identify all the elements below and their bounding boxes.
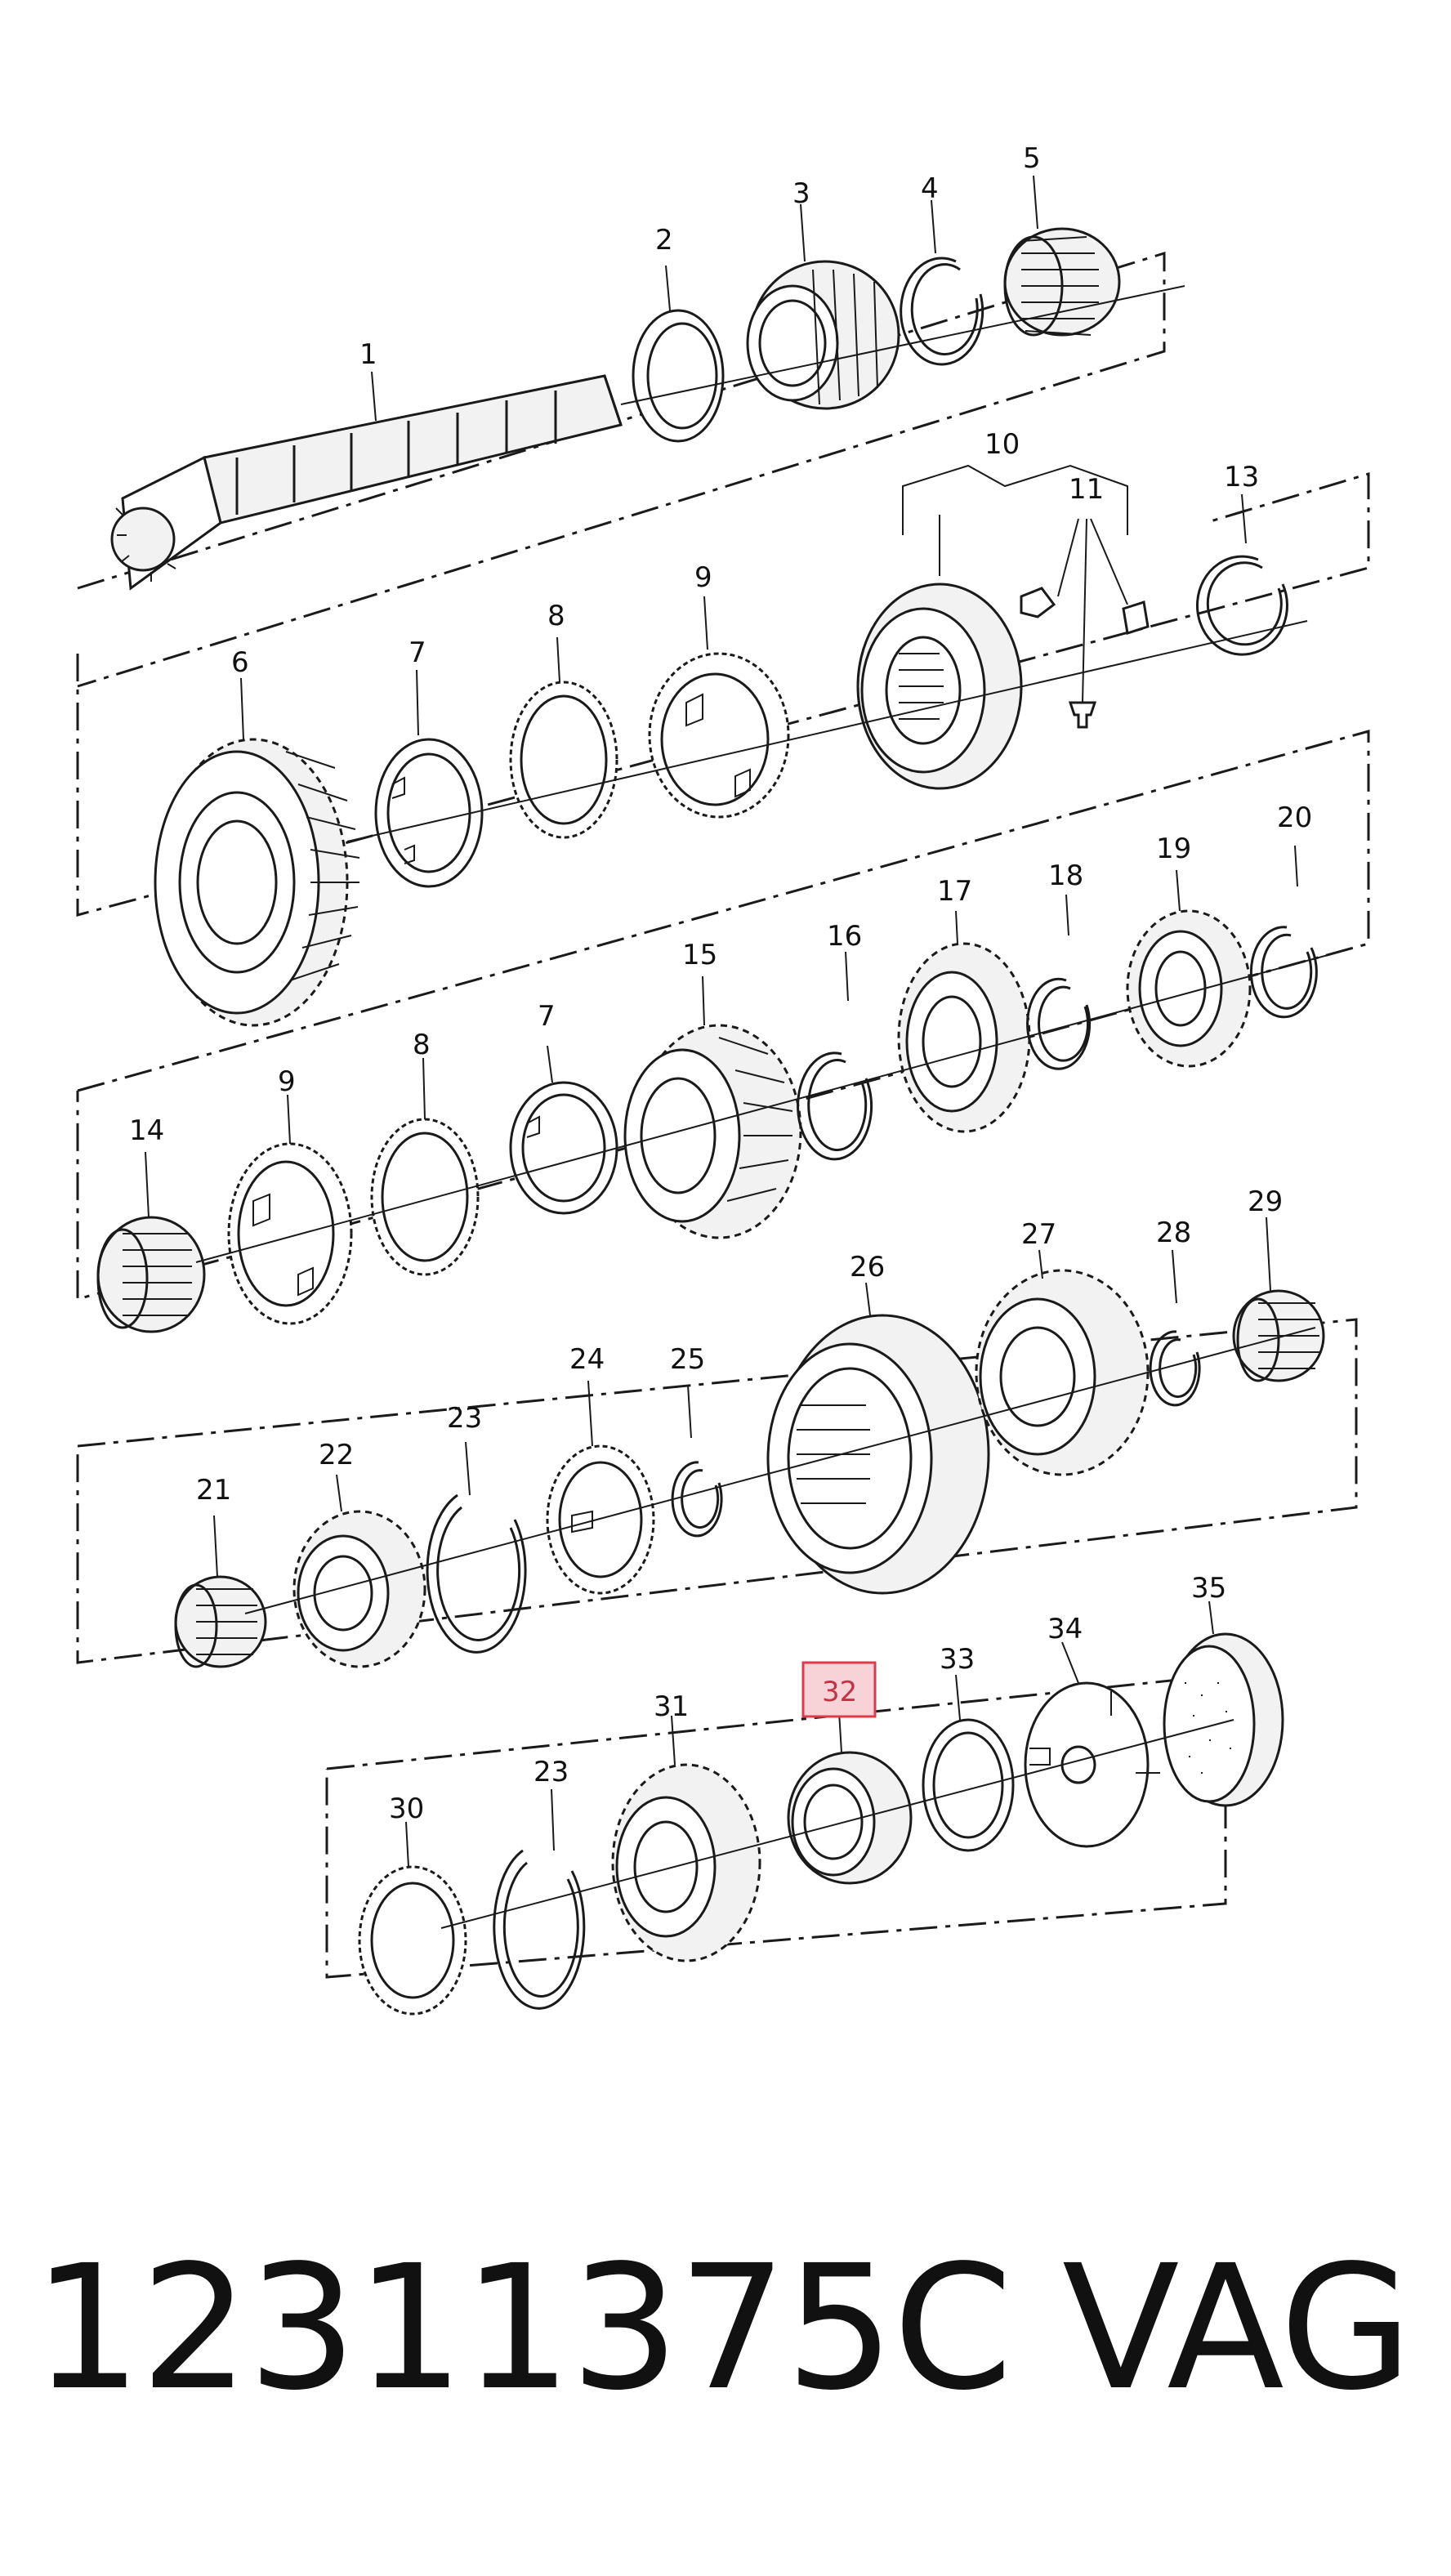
part-17-gear <box>897 942 1031 1133</box>
part-28-circlip <box>1149 1330 1201 1407</box>
part-21-needle-bearing <box>174 1575 267 1668</box>
part-8-synchro-ring <box>509 681 618 839</box>
part-8-synchro-ring-b <box>370 1118 480 1276</box>
part-number: 12311375C <box>33 2228 1012 2428</box>
callout-15: 15 <box>682 939 717 971</box>
callout-3: 3 <box>792 177 810 210</box>
part-2-shim <box>632 309 725 443</box>
callout-16: 16 <box>827 920 862 953</box>
part-9-synchro-body <box>648 652 790 819</box>
callout-7a: 7 <box>409 636 426 669</box>
callout-17: 17 <box>937 875 972 908</box>
callout-35: 35 <box>1191 1572 1226 1605</box>
callout-20: 20 <box>1277 801 1312 834</box>
part-34-oil-guide-plate <box>1024 1681 1160 1848</box>
part-7-synchro-ring <box>374 738 484 888</box>
leader-lines <box>145 175 1298 1868</box>
callout-8a: 8 <box>547 600 565 632</box>
callout-30: 30 <box>389 1792 424 1825</box>
part-31-gear <box>611 1763 761 1962</box>
part-29-needle-bearing <box>1232 1289 1325 1382</box>
part-35-magnet <box>1163 1632 1284 1807</box>
part-6-gear <box>154 738 360 1027</box>
part-30-synchro-body <box>358 1865 467 2016</box>
brand-label: VAG <box>1062 2228 1413 2428</box>
part-16-circlip <box>797 1051 873 1161</box>
part-13-circlip <box>1195 555 1288 656</box>
part-1-pinion-shaft <box>110 374 623 591</box>
part-19-gear <box>1126 909 1252 1068</box>
callout-4: 4 <box>921 172 939 205</box>
part-22-gear <box>292 1510 426 1668</box>
row-5-parts <box>358 1632 1284 2016</box>
part-14-needle-bearing <box>96 1216 206 1333</box>
part-25-circlip <box>671 1461 723 1538</box>
callout-21: 21 <box>196 1474 231 1507</box>
part-4-circlip <box>900 257 984 366</box>
callout-10: 10 <box>984 428 1020 461</box>
callout-27: 27 <box>1021 1218 1056 1251</box>
callout-1: 1 <box>359 338 377 371</box>
part-26-sliding-sleeve <box>766 1314 990 1595</box>
part-32-ball-bearing <box>787 1751 913 1885</box>
callout-32-highlight[interactable]: 32 <box>801 1661 877 1718</box>
callout-24: 24 <box>569 1343 605 1376</box>
part-33-shim <box>922 1718 1015 1852</box>
callout-9a: 9 <box>694 561 712 594</box>
part-18-circlip <box>1026 977 1092 1070</box>
part-20-circlip <box>1249 926 1318 1019</box>
callout-19: 19 <box>1156 833 1191 865</box>
callout-28: 28 <box>1156 1217 1191 1249</box>
callout-18: 18 <box>1048 859 1083 892</box>
callout-26: 26 <box>850 1251 885 1284</box>
row-2-parts <box>154 555 1308 1027</box>
callout-34: 34 <box>1047 1613 1083 1645</box>
callout-7b: 7 <box>538 1000 556 1033</box>
exploded-parts-diagram: 1 2 3 4 5 6 7 8 9 10 11 13 14 9 8 7 15 1… <box>76 142 1370 2016</box>
callout-2: 2 <box>655 224 673 257</box>
callout-9b: 9 <box>278 1065 296 1098</box>
callout-25: 25 <box>670 1343 705 1376</box>
callout-8b: 8 <box>413 1029 431 1061</box>
callout-6: 6 <box>231 646 249 679</box>
callout-13: 13 <box>1224 461 1259 493</box>
part-11-locking-pieces <box>1020 587 1150 729</box>
callout-22: 22 <box>319 1439 354 1471</box>
part-10-sliding-sleeve <box>856 583 1023 790</box>
part-27-gear <box>975 1269 1150 1476</box>
callout-5: 5 <box>1023 142 1041 175</box>
part-9-synchro-body-b <box>227 1142 353 1325</box>
part-24-synchro-body <box>546 1444 655 1595</box>
callout-23a: 23 <box>447 1402 482 1435</box>
callout-32: 32 <box>822 1676 857 1708</box>
callout-33: 33 <box>940 1643 975 1676</box>
row-3-parts <box>96 909 1341 1333</box>
part-15-gear <box>623 1024 802 1239</box>
part-5-needle-bearing <box>1003 227 1121 337</box>
callout-29: 29 <box>1248 1185 1283 1218</box>
callout-14: 14 <box>129 1114 164 1147</box>
part-23-circlip <box>426 1493 527 1654</box>
callout-31: 31 <box>654 1690 689 1723</box>
row-4-parts <box>174 1269 1325 1668</box>
part-23-circlip-b <box>493 1849 586 2010</box>
callout-23b: 23 <box>534 1756 569 1788</box>
part-3-tapered-bearing <box>746 260 900 410</box>
callout-labels: 1 2 3 4 5 6 7 8 9 10 11 13 14 9 8 7 15 1… <box>129 142 1312 1825</box>
row-1-parts <box>110 227 1185 591</box>
callout-11: 11 <box>1069 473 1104 506</box>
part-7-synchro-ring-b <box>509 1081 618 1215</box>
